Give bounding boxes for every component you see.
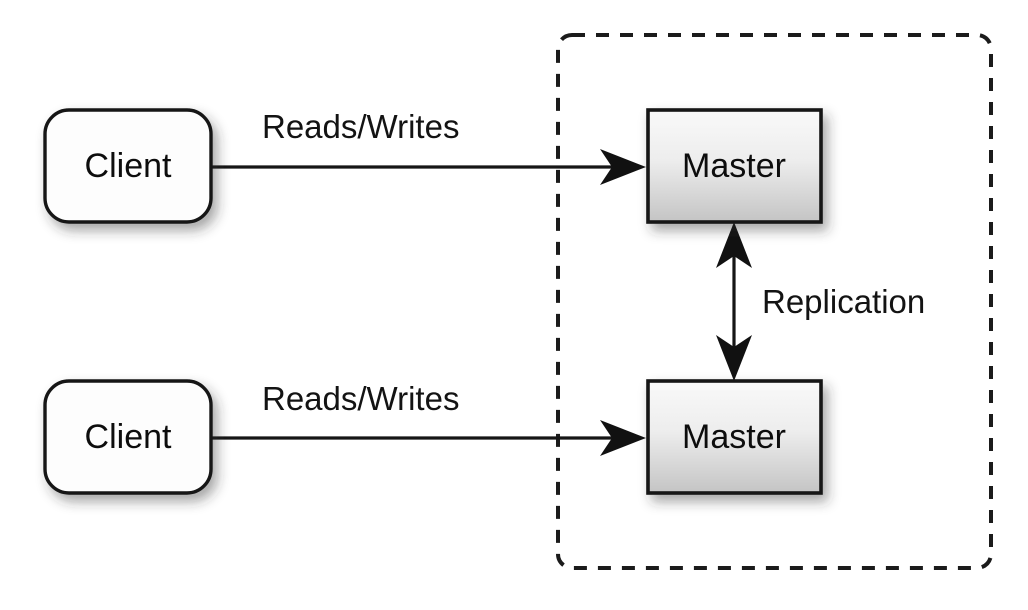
client-bottom-shape[interactable] — [43, 379, 213, 495]
client-top-label: Client — [85, 147, 172, 185]
arrowhead-top-to-master — [600, 149, 646, 185]
master-bottom-label: Master — [682, 418, 786, 456]
client-bottom-label: Client — [85, 418, 172, 456]
cluster-boundary — [556, 33, 993, 570]
master-top-label: Master — [682, 147, 786, 185]
master-top-shape[interactable] — [646, 108, 823, 224]
edge-label-reads-writes-top: Reads/Writes — [262, 108, 459, 145]
node-client-top[interactable] — [43, 108, 213, 224]
node-master-top[interactable] — [646, 108, 823, 224]
master-bottom-shape[interactable] — [646, 379, 823, 495]
edge-label-reads-writes-bottom: Reads/Writes — [262, 380, 459, 417]
edge-label-replication: Replication — [762, 283, 925, 320]
edge-reads-writes-bottom: Reads/Writes — [211, 380, 646, 456]
cluster-boundary-outline — [556, 33, 993, 570]
edge-reads-writes-top: Reads/Writes — [211, 108, 646, 185]
client-top-shape[interactable] — [43, 108, 213, 224]
edge-replication: Replication — [716, 222, 925, 381]
arrowhead-replication-down — [716, 335, 752, 381]
node-client-bottom[interactable] — [43, 379, 213, 495]
node-master-bottom[interactable] — [646, 379, 823, 495]
arrowhead-replication-up — [716, 222, 752, 268]
arrowhead-bottom-to-master — [600, 420, 646, 456]
